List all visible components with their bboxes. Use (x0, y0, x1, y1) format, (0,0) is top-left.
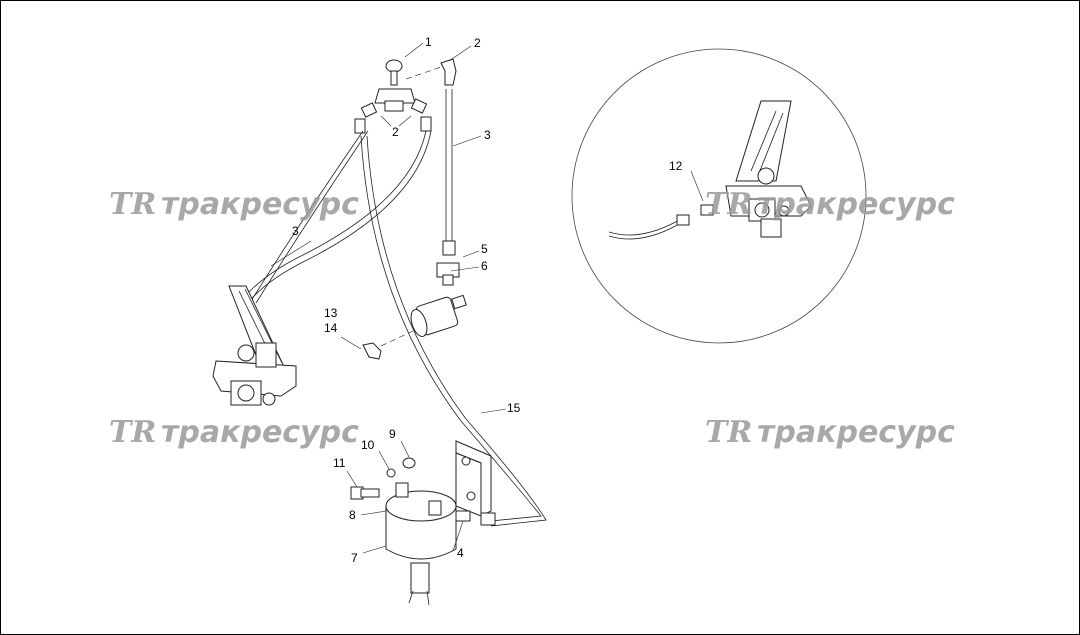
callout-7: 7 (351, 551, 358, 565)
callout-9: 9 (389, 427, 396, 441)
detail-view-circle (571, 48, 867, 344)
watermark-logo: TR (705, 187, 752, 222)
watermark-logo: TR (109, 415, 156, 450)
watermark-logo: TR (109, 187, 156, 222)
callout-2-top: 2 (474, 36, 481, 50)
hand-valve-assembly (354, 59, 432, 134)
watermark-1: TR тракресурс (109, 187, 359, 222)
elbow-fitting (405, 58, 457, 86)
watermark-text: тракресурс (757, 187, 955, 222)
callout-15: 15 (507, 401, 521, 415)
callout-13: 13 (324, 306, 338, 320)
watermark-text: тракресурс (161, 187, 359, 222)
callout-8: 8 (349, 508, 356, 522)
callout-1: 1 (425, 35, 432, 49)
callout-6: 6 (481, 259, 488, 273)
callout-4: 4 (457, 546, 464, 560)
callout-14: 14 (324, 321, 338, 335)
mounting-bracket (455, 440, 492, 517)
watermark-logo: TR (705, 415, 752, 450)
elbow-fitting-small (362, 342, 382, 360)
watermark-2: TR тракресурс (109, 415, 359, 450)
detail-pedal-valve (608, 100, 812, 240)
inline-filter (380, 294, 467, 347)
tee-fitting (436, 262, 460, 286)
callout-3-vertical: 3 (484, 128, 491, 142)
watermark-text: тракресурс (757, 415, 955, 450)
watermark-4: TR тракресурс (705, 415, 955, 450)
callout-10: 10 (361, 438, 375, 452)
callout-2-lower: 2 (392, 125, 399, 139)
air-tank (385, 482, 496, 606)
callout-12: 12 (669, 159, 683, 173)
watermark-text: тракресурс (161, 415, 359, 450)
callout-5: 5 (481, 242, 488, 256)
callout-11: 11 (333, 456, 346, 470)
pedal-valve-assembly (212, 285, 297, 406)
watermark-3: TR тракресурс (705, 187, 955, 222)
bolt (350, 486, 380, 500)
callout-3-hose: 3 (292, 224, 299, 238)
